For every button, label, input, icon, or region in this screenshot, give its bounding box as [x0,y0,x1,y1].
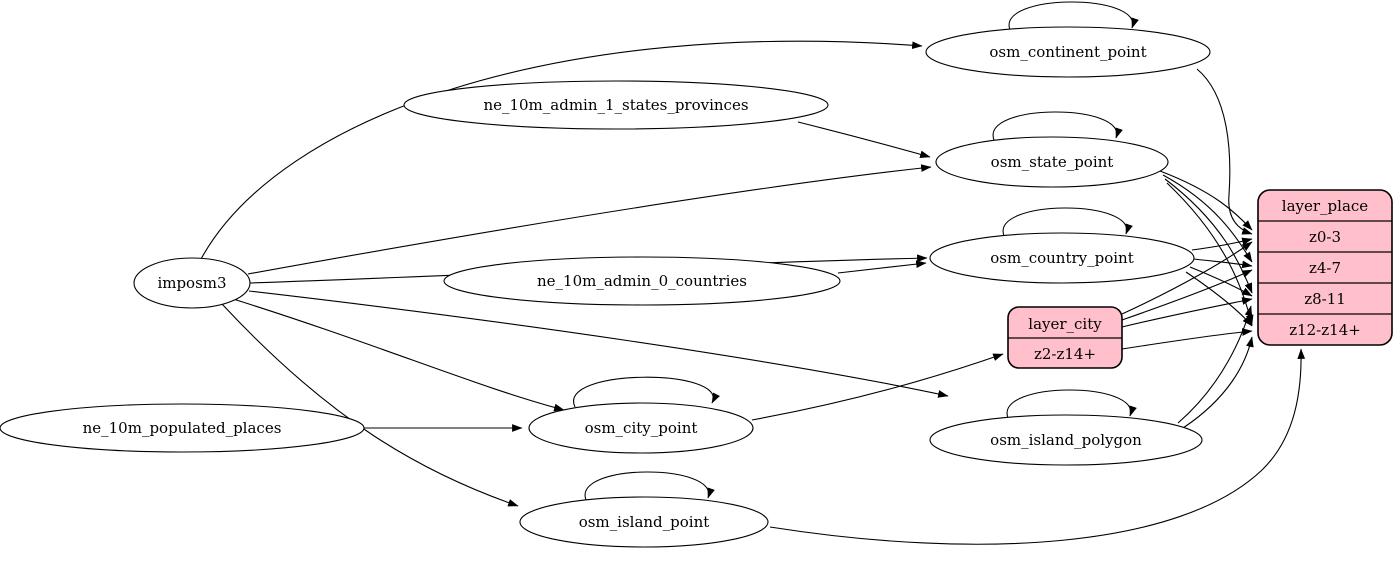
ne_10m_admin_0_countries-ellipse [443,256,841,306]
edge-osm_island_polygon-to-layer_place-z8-11 [1177,305,1253,424]
node-layer_place: layer_place z0-3 z4-7 z8-11 z12-z14+ [1257,189,1393,346]
self-loop-osm_island_polygon [1006,389,1137,419]
edge-layer_city-to-layer_place-z4-7 [1121,269,1253,321]
ne_10m_populated_places-label: ne_10m_populated_places [83,419,282,437]
edge-layer_city-to-layer_place-z8-11 [1121,297,1253,328]
self-loop-osm_island_point [584,471,715,501]
node-layer_city: layer_city z2-z14+ [1007,306,1123,369]
edge-osm_country_point-to-layer_place-z4-7 [1193,258,1253,269]
osm_island_polygon-ellipse [929,414,1203,466]
self-loop-osm_state_point [992,111,1123,141]
edge-imposm3-to-osm_island_polygon [248,290,949,398]
edge-osm_city_point-to-layer_city-z2-z14+ [751,353,1004,421]
edge-osm_state_point-to-layer_place-z8-11 [1164,178,1253,294]
ne_10m_populated_places-ellipse [0,403,365,453]
edge-imposm3-to-osm_island_point [221,303,519,507]
node-ne_10m_admin_0_countries: ne_10m_admin_0_countries [443,256,841,306]
node-ne_10m_admin_1_states_provinces: ne_10m_admin_1_states_provinces [403,80,829,130]
layer_city-title: layer_city [1028,315,1102,333]
node-osm_continent_point: osm_continent_point [925,26,1211,78]
layer_place-title: layer_place [1282,197,1369,215]
osm_continent_point-ellipse [925,26,1211,78]
node-osm_city_point: osm_city_point [528,402,754,454]
edge-imposm3-to-osm_city_point [229,297,565,412]
node-osm_island_polygon: osm_island_polygon [929,414,1203,466]
osm_island_point-ellipse [519,496,769,548]
ne_10m_admin_1_states_provinces-label: ne_10m_admin_1_states_provinces [483,96,748,114]
edge-osm_country_point-to-layer_place-z0-3 [1191,237,1253,251]
edge-osm_country_point-to-layer_place-z12-z14+ [1185,271,1253,327]
layer_place-row-z4-7: z4-7 [1309,259,1341,277]
edge-osm_state_point-to-layer_place-z4-7 [1162,174,1253,263]
node-osm_state_point: osm_state_point [935,136,1169,188]
edge-imposm3-to-osm_continent_point [200,40,923,260]
osm_state_point-label: osm_state_point [991,153,1114,171]
self-loop-osm_continent_point [1008,1,1139,31]
node-osm_country_point: osm_country_point [929,232,1195,284]
osm_city_point-label: osm_city_point [585,419,698,437]
edge-imposm3-to-osm_state_point [247,164,932,275]
layer_place-row-z0-3: z0-3 [1309,228,1341,246]
ne_10m_admin_1_states_provinces-ellipse [403,80,829,130]
osm_island_polygon-label: osm_island_polygon [990,431,1142,449]
osm_city_point-ellipse [528,402,754,454]
edge-ne_10m_admin_0_countries-to-osm_country_point [837,260,927,274]
edge-ne_10m_admin_1_states_provinces-to-osm_state_point [797,121,931,159]
edge-osm_state_point-to-layer_place-z0-3 [1159,170,1253,231]
node-ne_10m_populated_places: ne_10m_populated_places [0,403,365,453]
imposm3-label: imposm3 [157,274,226,292]
edge-osm_country_point-to-layer_place-z8-11 [1189,266,1253,297]
osm_continent_point-label: osm_continent_point [989,43,1146,61]
edges-group [200,1,1306,545]
osm_country_point-label: osm_country_point [990,249,1134,267]
imposm3-ellipse [133,257,251,309]
node-imposm3: imposm3 [133,257,251,309]
osm_island_point-label: osm_island_point [579,513,710,531]
edge-layer_city-to-layer_place-z12-z14+ [1121,328,1253,350]
edge-osm_island_point-to-layer_place-z12-z14+ [769,348,1306,545]
layer_place-box [1257,189,1393,346]
layer_city-row-z2-z14+: z2-z14+ [1034,345,1096,363]
osm_state_point-ellipse [935,136,1169,188]
edge-osm_island_polygon-to-layer_place-z12-z14+ [1182,336,1254,429]
node-osm_island_point: osm_island_point [519,496,769,548]
osm_country_point-ellipse [929,232,1195,284]
edge-layer_city-to-layer_place-z0-3 [1121,241,1253,315]
self-loop-osm_city_point [573,376,720,408]
layer_place-row-z12-z14+: z12-z14+ [1289,321,1361,339]
layer_place-row-z8-11: z8-11 [1304,290,1346,308]
self-loop-osm_country_point [1002,207,1133,237]
edge-osm_continent_point-to-layer_place-z0-3 [1196,68,1253,235]
ne_10m_admin_0_countries-label: ne_10m_admin_0_countries [537,272,747,290]
